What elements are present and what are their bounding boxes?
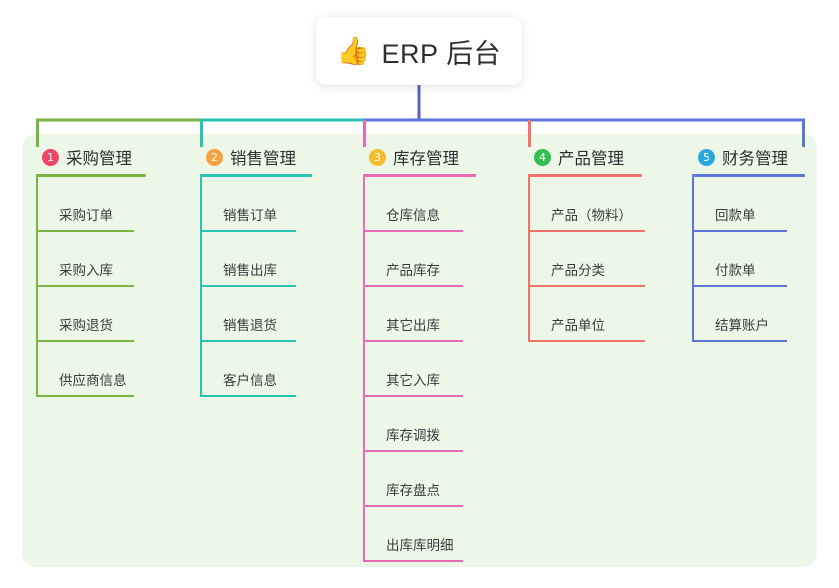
branch-item-rule [36,230,134,232]
branch-header-rule-1 [36,174,146,177]
branch-badge-2: 2 [206,148,223,166]
branch-item-label: 库存盘点 [386,483,440,498]
branch-spine-2 [200,177,202,397]
branch-item[interactable]: 结算账户 [692,287,787,342]
root-node-label: ERP 后台 [381,38,502,69]
branch-item-rule [200,340,296,342]
branch-badge-4: 4 [534,148,551,166]
branch-header-2[interactable]: 2 销售管理 [200,145,312,177]
branch-item[interactable]: 其它入库 [363,342,463,397]
branch-badge-1: 1 [42,148,59,166]
branch-title-2: 销售管理 [230,150,296,168]
branch-item-rule [692,230,787,232]
branch-badge-3: 3 [369,148,386,166]
branch-item[interactable]: 产品单位 [528,287,645,342]
branch-title-3: 库存管理 [393,150,459,168]
branch-spine-5 [692,177,694,342]
branch-spine-3 [363,177,365,562]
branch-item-label: 采购订单 [59,208,113,223]
branch-item-label: 结算账户 [715,318,769,333]
branch-item-label: 其它出库 [386,318,440,333]
branch-item[interactable]: 产品分类 [528,232,645,287]
branch-column-1: 1 采购管理采购订单采购入库采购退货供应商信息 [36,145,146,397]
branch-item[interactable]: 客户信息 [200,342,296,397]
branch-item-label: 销售订单 [223,208,277,223]
branch-item-label: 产品库存 [386,263,440,278]
branch-item-label: 回款单 [715,208,756,223]
branch-item-rule [363,560,463,562]
branch-item[interactable]: 出库库明细 [363,507,463,562]
branch-title-4: 产品管理 [558,150,624,168]
branch-item[interactable]: 采购订单 [36,177,134,232]
branch-column-4: 4 产品管理产品（物料） 产品分类产品单位 [528,145,645,342]
branch-header-5[interactable]: 5 财务管理 [692,145,805,177]
branch-item-label: 出库库明细 [386,538,454,553]
branch-column-2: 2 销售管理销售订单销售出库销售退货客户信息 [200,145,312,397]
branch-item[interactable]: 供应商信息 [36,342,134,397]
branch-item-label: 销售退货 [223,318,277,333]
branch-spine-4 [528,177,530,342]
branch-header-rule-2 [200,174,312,177]
branch-item-label: 其它入库 [386,373,440,388]
branch-title-1: 采购管理 [66,150,132,168]
branch-item-rule [36,395,134,397]
branch-item-rule [200,230,296,232]
branch-column-5: 5 财务管理回款单付款单结算账户 [692,145,805,342]
branch-item-rule [200,285,296,287]
branch-item[interactable]: 产品（物料） [528,177,645,232]
branch-item-rule [363,395,463,397]
branch-title-5: 财务管理 [722,150,788,168]
branch-item-label: 销售出库 [223,263,277,278]
branch-item-label: 产品（物料） [551,208,632,223]
branch-item[interactable]: 采购退货 [36,287,134,342]
branch-item-rule [692,285,787,287]
branch-item-label: 采购退货 [59,318,113,333]
branch-item-rule [200,395,296,397]
branch-item-label: 库存调拨 [386,428,440,443]
branch-item-rule [363,340,463,342]
thumbs-up-icon: 👍 [336,35,371,66]
branch-item-label: 供应商信息 [59,373,127,388]
branch-item-label: 产品单位 [551,318,605,333]
branch-item[interactable]: 仓库信息 [363,177,463,232]
branch-item[interactable]: 库存盘点 [363,452,463,507]
branch-item[interactable]: 其它出库 [363,287,463,342]
branch-item-rule [363,285,463,287]
branch-item[interactable]: 销售订单 [200,177,296,232]
branch-item-rule [363,450,463,452]
branch-item[interactable]: 销售出库 [200,232,296,287]
branch-header-4[interactable]: 4 产品管理 [528,145,642,177]
branch-item[interactable]: 采购入库 [36,232,134,287]
branch-item-rule [692,340,787,342]
branch-item-rule [528,340,645,342]
branch-badge-5: 5 [698,148,715,166]
branch-spine-1 [36,177,38,397]
branch-item-label: 产品分类 [551,263,605,278]
branch-column-3: 3 库存管理仓库信息产品库存其它出库其它入库库存调拨库存盘点出库库明细 [363,145,476,562]
branch-item-label: 仓库信息 [386,208,440,223]
branch-item-rule [36,285,134,287]
diagram-background-panel [22,134,817,567]
branch-item-rule [363,505,463,507]
branch-item-rule [528,230,645,232]
branch-item[interactable]: 库存调拨 [363,397,463,452]
root-node[interactable]: 👍 ERP 后台 [316,17,522,85]
branch-item-rule [36,340,134,342]
branch-item-label: 客户信息 [223,373,277,388]
branch-header-rule-3 [363,174,476,177]
branch-header-rule-4 [528,174,642,177]
branch-header-1[interactable]: 1 采购管理 [36,145,146,177]
branch-item-label: 付款单 [715,263,756,278]
branch-item[interactable]: 付款单 [692,232,787,287]
branch-header-3[interactable]: 3 库存管理 [363,145,476,177]
branch-item-rule [363,230,463,232]
branch-item-rule [528,285,645,287]
branch-item[interactable]: 产品库存 [363,232,463,287]
branch-item[interactable]: 回款单 [692,177,787,232]
branch-item-label: 采购入库 [59,263,113,278]
branch-item[interactable]: 销售退货 [200,287,296,342]
branch-header-rule-5 [692,174,805,177]
